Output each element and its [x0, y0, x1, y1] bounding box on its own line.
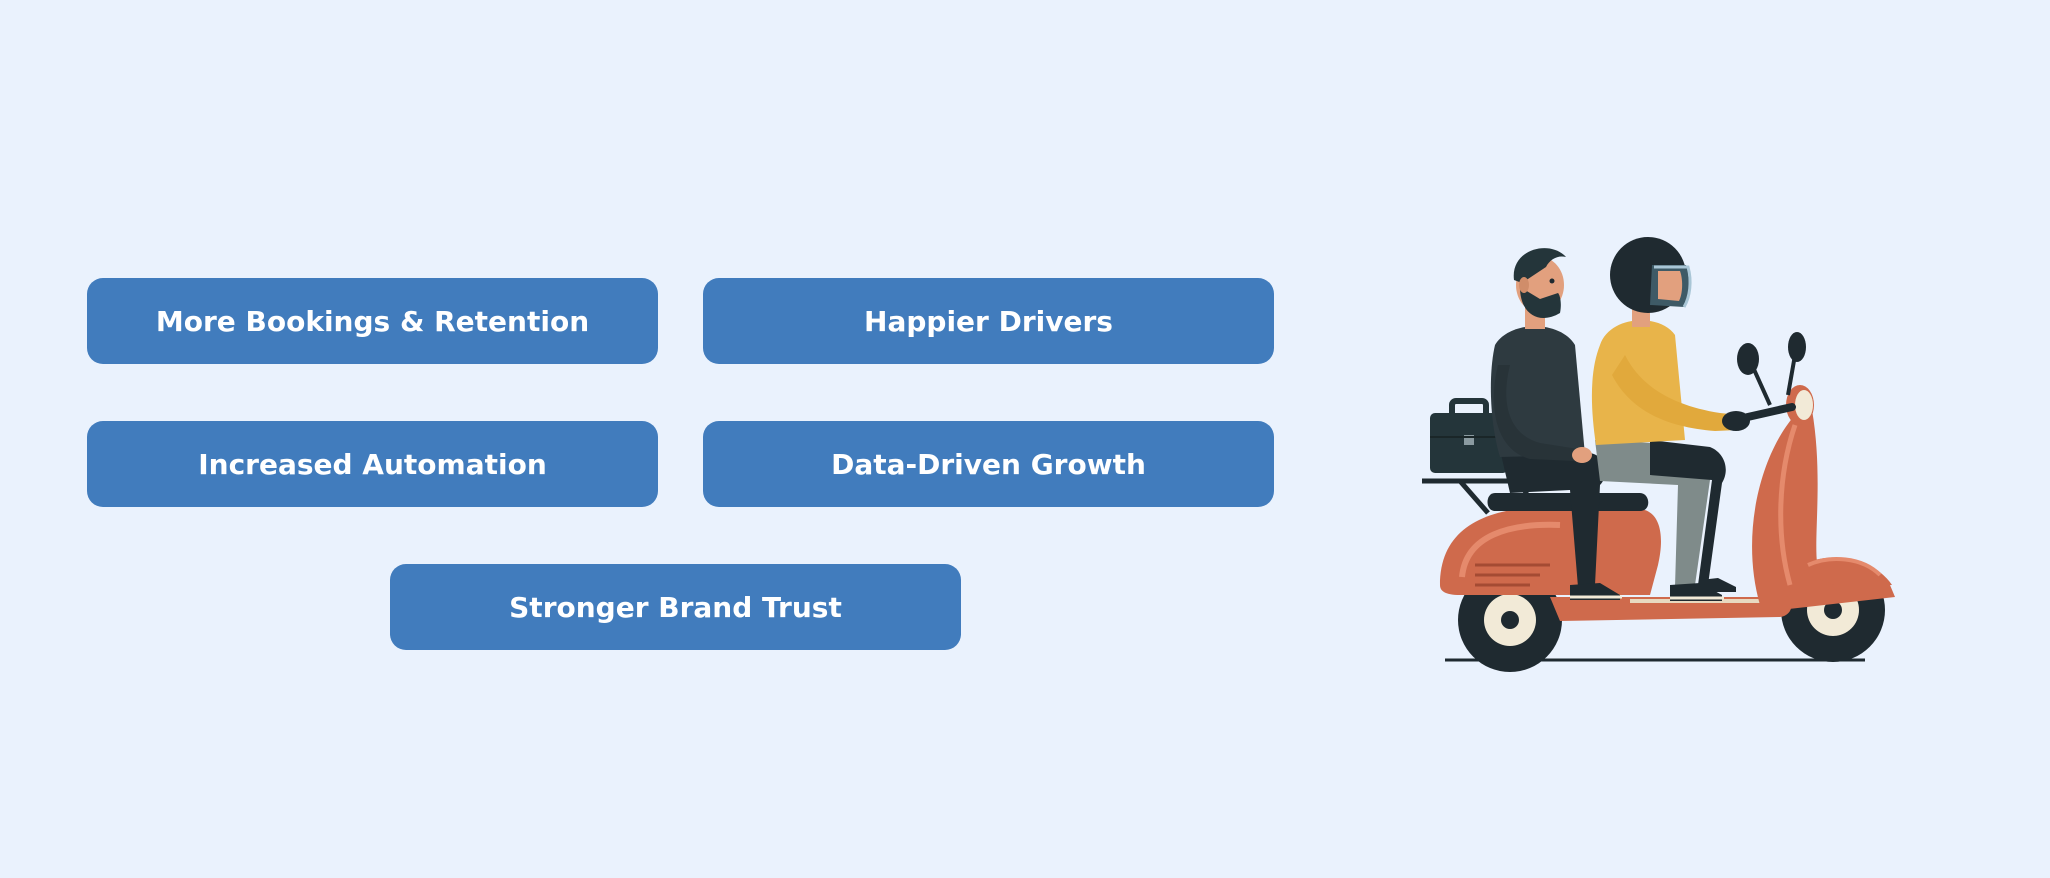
driver-figure [1591, 237, 1750, 601]
benefit-increased-automation: Increased Automation [87, 421, 658, 507]
benefit-more-bookings-retention: More Bookings & Retention [87, 278, 658, 364]
passenger-figure [1490, 248, 1622, 600]
benefit-label: Happier Drivers [864, 304, 1113, 338]
benefit-label: Increased Automation [198, 447, 547, 481]
benefit-data-driven-growth: Data-Driven Growth [703, 421, 1274, 507]
benefit-label: Stronger Brand Trust [509, 590, 842, 624]
benefit-stronger-brand-trust: Stronger Brand Trust [390, 564, 961, 650]
benefit-label: More Bookings & Retention [155, 304, 590, 338]
scooter-two-riders-icon [1422, 237, 1895, 672]
benefit-label: Data-Driven Growth [831, 447, 1146, 481]
briefcase-icon [1430, 398, 1508, 473]
benefit-happier-drivers: Happier Drivers [703, 278, 1274, 364]
